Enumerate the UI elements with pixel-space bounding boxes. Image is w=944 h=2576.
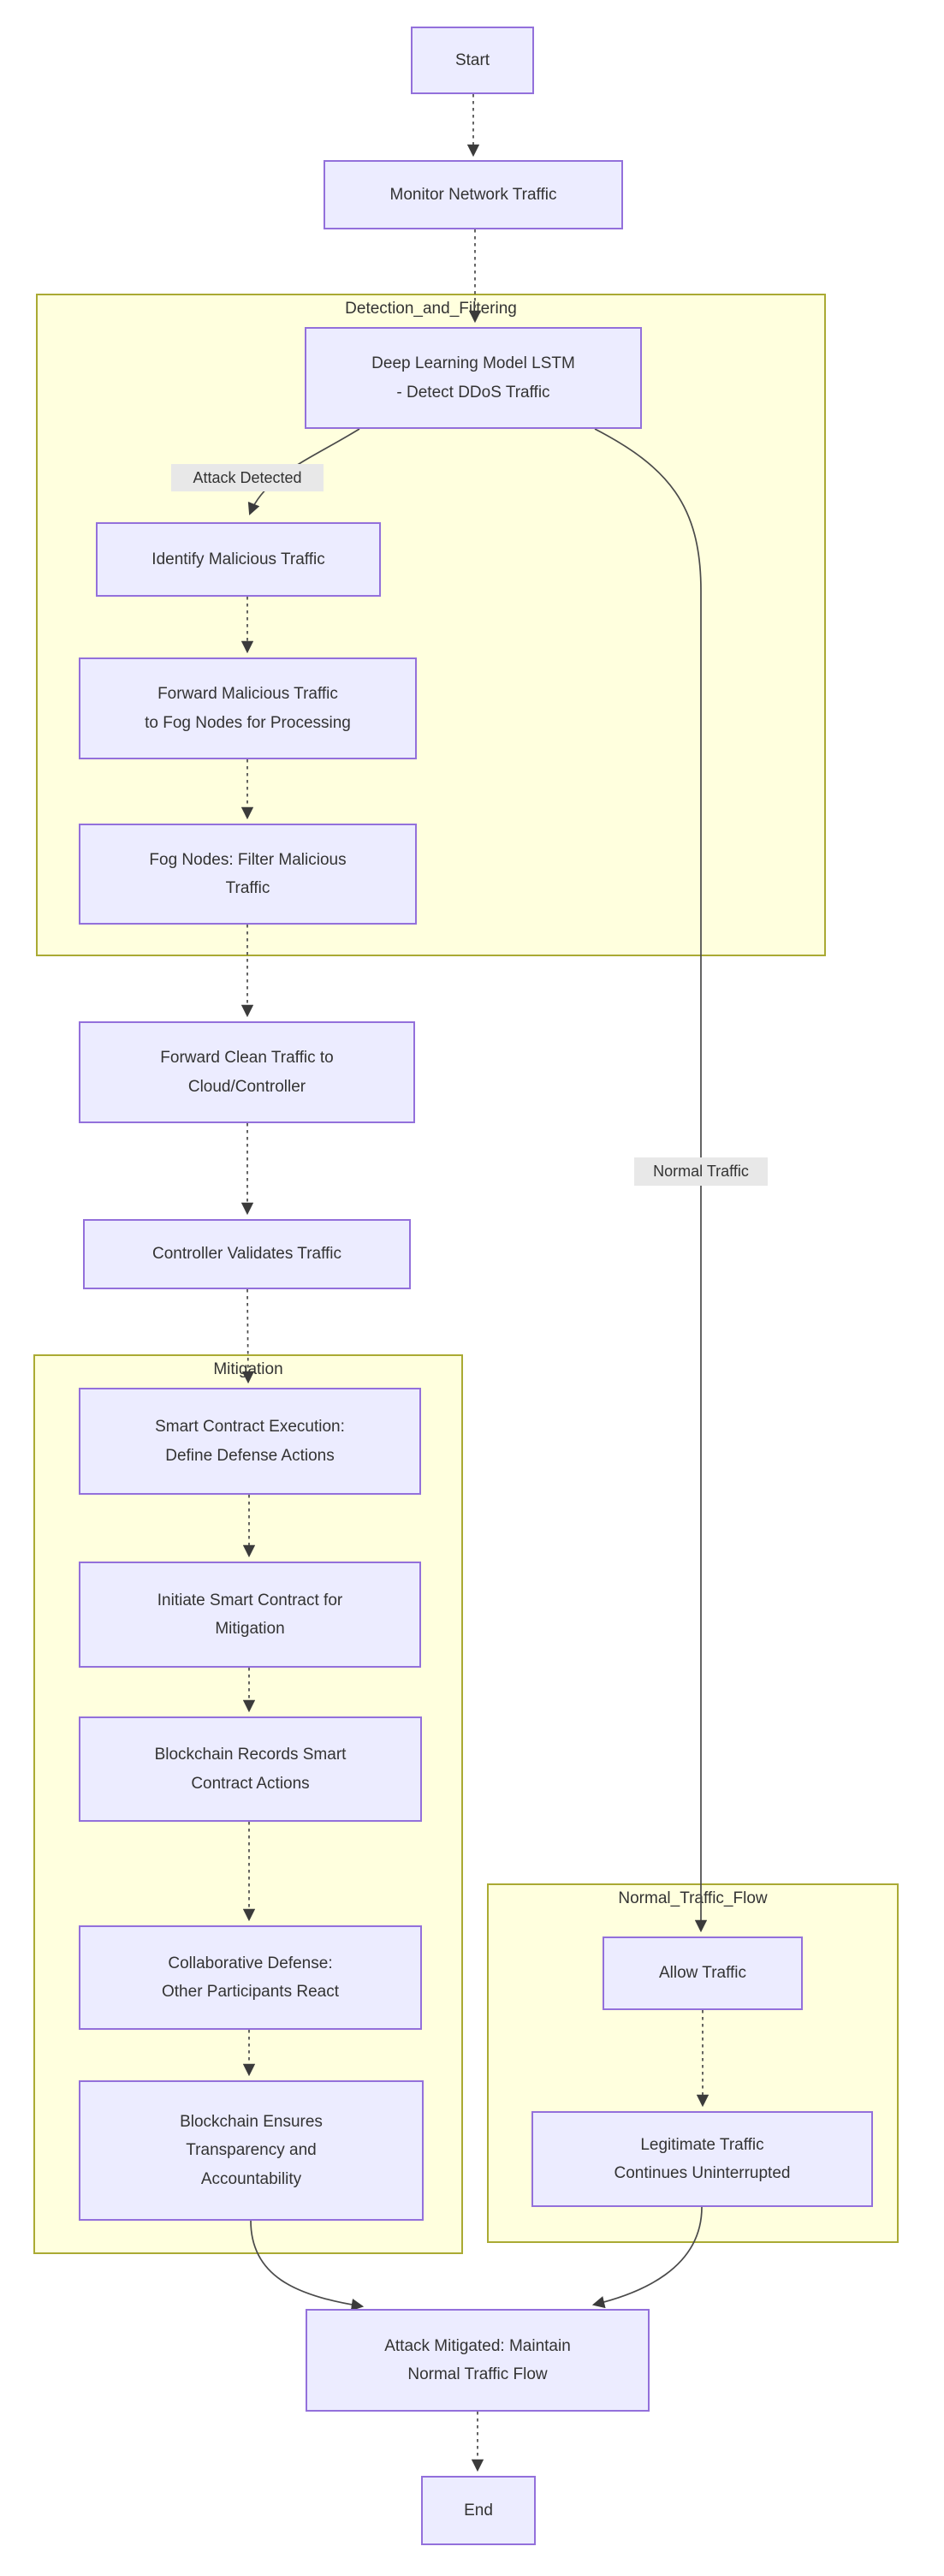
edge-controller-to-smart-contract — [241, 1288, 255, 1384]
edge-ensures-to-attack-mitigated — [250, 2220, 365, 2311]
edge-label-attack-detected: Attack Detected — [171, 464, 324, 491]
edge-legitimate-to-attack-mitigated — [591, 2206, 703, 2309]
node-controller-validates: Controller Validates Traffic — [83, 1219, 411, 1289]
node-start: Start — [411, 27, 534, 94]
node-initiate-smart-contract: Initiate Smart Contract for Mitigation — [79, 1562, 421, 1668]
node-forward-malicious-traffic: Forward Malicious Traffic to Fog Nodes f… — [79, 657, 417, 759]
node-fog-nodes-filter: Fog Nodes: Filter Malicious Traffic — [79, 824, 417, 925]
node-blockchain-ensures: Blockchain Ensures Transparency and Acco… — [79, 2080, 424, 2221]
node-identify-malicious-traffic: Identify Malicious Traffic — [96, 522, 381, 597]
subgraph-normal-flow-label: Normal_Traffic_Flow — [618, 1889, 768, 1907]
node-smart-contract-execution: Smart Contract Execution: Define Defense… — [79, 1388, 421, 1495]
node-forward-clean-traffic: Forward Clean Traffic to Cloud/Controlle… — [79, 1021, 415, 1123]
node-deep-learning-lstm: Deep Learning Model LSTM - Detect DDoS T… — [305, 327, 642, 429]
node-attack-mitigated: Attack Mitigated: Maintain Normal Traffi… — [306, 2309, 650, 2412]
node-monitor-network-traffic: Monitor Network Traffic — [324, 160, 623, 229]
edge-lstm-to-allow — [594, 428, 708, 1933]
edge-label-normal-traffic: Normal Traffic — [634, 1157, 768, 1186]
node-collaborative-defense: Collaborative Defense: Other Participant… — [79, 1925, 422, 2030]
node-allow-traffic: Allow Traffic — [603, 1936, 803, 2010]
node-end: End — [421, 2476, 536, 2545]
subgraph-mitigation-label: Mitigation — [213, 1360, 283, 1378]
node-legitimate-traffic: Legitimate Traffic Continues Uninterrupt… — [531, 2111, 873, 2207]
node-blockchain-records: Blockchain Records Smart Contract Action… — [79, 1716, 422, 1822]
